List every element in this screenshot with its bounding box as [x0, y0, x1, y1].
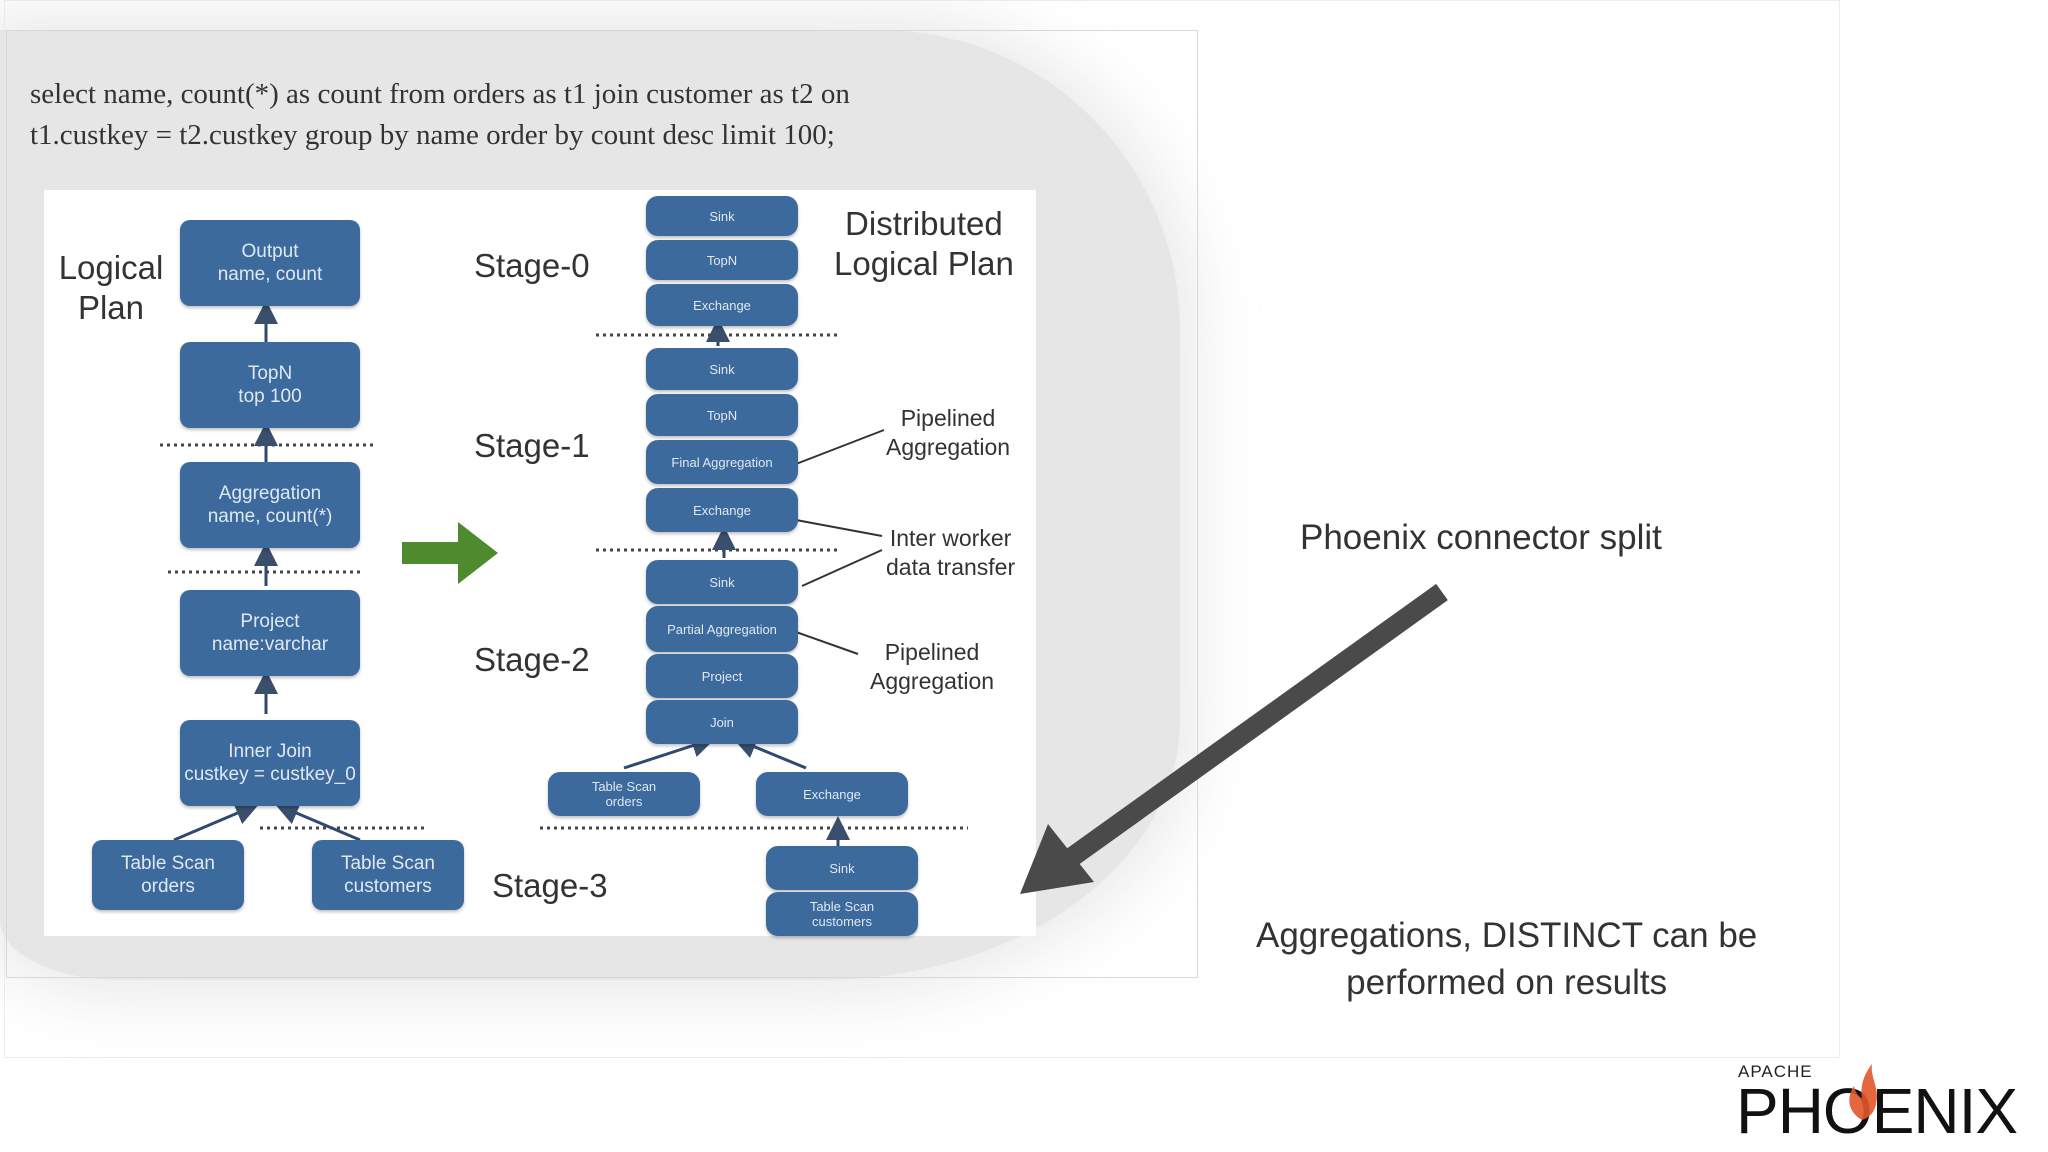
s2-partial-aggregation: Partial Aggregation — [646, 606, 798, 652]
sql-query: select name, count(*) as count from orde… — [30, 78, 850, 151]
s2-join: Join — [646, 700, 798, 744]
node-inner-join: Inner Join custkey = custkey_0 — [180, 720, 360, 806]
s2-sink: Sink — [646, 560, 798, 604]
big-arrow-icon — [1020, 583, 1448, 894]
transform-arrow-icon — [402, 522, 498, 584]
node-aggregation: Aggregation name, count(*) — [180, 462, 360, 548]
stage-2-label: Stage-2 — [474, 641, 590, 678]
callout-aggregations: Aggregations, DISTINCT can be performed … — [1256, 916, 1758, 1002]
apache-phoenix-logo: APACHE PHOENIX — [1736, 1060, 2028, 1150]
node-topn: TopN top 100 — [180, 342, 360, 428]
stage-0-label: Stage-0 — [474, 247, 590, 284]
s1-final-aggregation: Final Aggregation — [646, 440, 798, 484]
logo-phoenix-text: PHOENIX — [1736, 1075, 2018, 1147]
s0-exchange: Exchange — [646, 284, 798, 326]
s2-table-scan-orders: Table Scan orders — [548, 772, 700, 816]
diagram-lines — [160, 300, 968, 848]
node-project: Project name:varchar — [180, 590, 360, 676]
s0-topn: TopN — [646, 240, 798, 280]
annotation-inter-worker: Inter worker data transfer — [886, 525, 1016, 580]
s1-topn: TopN — [646, 394, 798, 436]
s2-exchange: Exchange — [756, 772, 908, 816]
logo-apache-text: APACHE — [1738, 1062, 1813, 1081]
flame-icon — [1849, 1064, 1877, 1120]
distributed-plan-title: Distributed Logical Plan — [834, 205, 1014, 282]
node-output: Output name, count — [180, 220, 360, 306]
stage-1-label: Stage-1 — [474, 427, 590, 464]
annotation-pipelined-aggregation-1: Pipelined Aggregation — [886, 405, 1011, 460]
node-table-scan-customers: Table Scan customers — [312, 840, 464, 910]
s3-sink: Sink — [766, 846, 918, 890]
image-frame — [6, 30, 1198, 978]
s1-exchange: Exchange — [646, 488, 798, 532]
node-table-scan-orders: Table Scan orders — [92, 840, 244, 910]
stage-3-label: Stage-3 — [492, 867, 608, 904]
plan-diagram: Logical Plan Output name, count TopN top… — [44, 190, 1036, 936]
s1-sink: Sink — [646, 348, 798, 390]
annotation-pipelined-aggregation-2: Pipelined Aggregation — [870, 639, 995, 694]
callout-connector-split: Phoenix connector split — [1300, 518, 1662, 557]
s2-project: Project — [646, 654, 798, 698]
logical-plan-title: Logical Plan — [58, 249, 164, 326]
s0-sink: Sink — [646, 196, 798, 236]
s3-table-scan-customers: Table Scan customers — [766, 892, 918, 936]
